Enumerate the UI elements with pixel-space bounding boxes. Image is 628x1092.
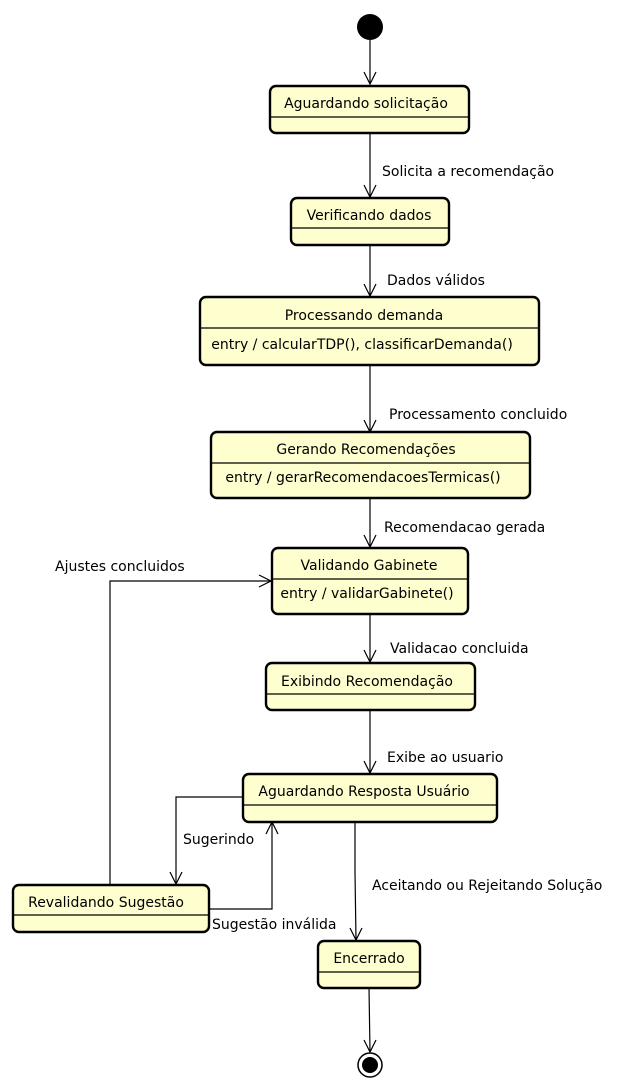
transition-validacao-concluida: Validacao concluida: [363, 614, 529, 664]
transition-exibe-usuario: Exibe ao usuario: [363, 710, 503, 775]
state-revalidando-sugestao: Revalidando Sugestão: [11, 883, 211, 934]
transition-label-recomendacao-gerada: Recomendacao gerada: [384, 520, 545, 536]
transition-label-ajustes-concluidos: Ajustes concluidos: [55, 559, 185, 575]
state-entry-action: entry / validarGabinete(): [280, 586, 453, 602]
state-name: Aguardando Resposta Usuário: [258, 784, 469, 800]
transition-label-dados-validos: Dados válidos: [387, 273, 485, 289]
transition-label-aceitando-rejeitando: Aceitando ou Rejeitando Solução: [372, 878, 602, 894]
state-name: Aguardando solicitação: [284, 96, 448, 112]
state-entry-action: entry / gerarRecomendacoesTermicas(): [225, 470, 500, 486]
state-aguardando-solicitacao: Aguardando solicitação: [268, 84, 471, 135]
state-validando-gabinete: Validando Gabinete entry / validarGabine…: [270, 546, 470, 616]
transition-ajustes-concluidos: Ajustes concluidos: [55, 559, 273, 884]
final-node: [357, 1052, 383, 1078]
state-name: Processando demanda: [285, 308, 444, 324]
state-exibindo-recomendacao: Exibindo Recomendação: [264, 661, 477, 712]
transition-label-sugerindo: Sugerindo: [183, 832, 254, 848]
transition-label-processamento-concluido: Processamento concluido: [389, 407, 567, 423]
state-verificando-dados: Verificando dados: [289, 196, 451, 247]
transition-label-sugestao-invalida: Sugestão inválida: [212, 917, 337, 933]
transition-aceitando-rejeitando: Aceitando ou Rejeitando Solução: [349, 822, 602, 942]
state-name: Revalidando Sugestão: [28, 895, 184, 911]
transition-start: [363, 40, 377, 86]
state-name: Encerrado: [333, 951, 404, 967]
state-entry-action: entry / calcularTDP(), classificarDemand…: [211, 337, 513, 353]
state-name: Gerando Recomendações: [276, 442, 455, 458]
state-name: Verificando dados: [307, 208, 432, 224]
transition-final: [363, 987, 377, 1054]
state-aguardando-resposta-usuario: Aguardando Resposta Usuário: [241, 772, 499, 824]
state-name: Exibindo Recomendação: [281, 674, 453, 690]
initial-node: [357, 14, 383, 40]
transition-sugerindo: Sugerindo: [169, 796, 254, 886]
transition-label-solicita: Solicita a recomendação: [382, 164, 554, 180]
state-name: Validando Gabinete: [301, 558, 438, 574]
transition-solicita: Solicita a recomendação: [363, 133, 554, 199]
state-encerrado: Encerrado: [316, 939, 422, 990]
transition-label-validacao-concluida: Validacao concluida: [390, 641, 529, 657]
transition-dados-validos: Dados válidos: [363, 245, 485, 298]
transition-label-exibe-usuario: Exibe ao usuario: [387, 750, 503, 766]
state-processando-demanda: Processando demanda entry / calcularTDP(…: [198, 295, 541, 367]
state-gerando-recomendacoes: Gerando Recomendações entry / gerarRecom…: [209, 430, 532, 500]
transition-processamento-concluido: Processamento concluido: [363, 365, 567, 434]
transition-recomendacao-gerada: Recomendacao gerada: [363, 498, 545, 549]
